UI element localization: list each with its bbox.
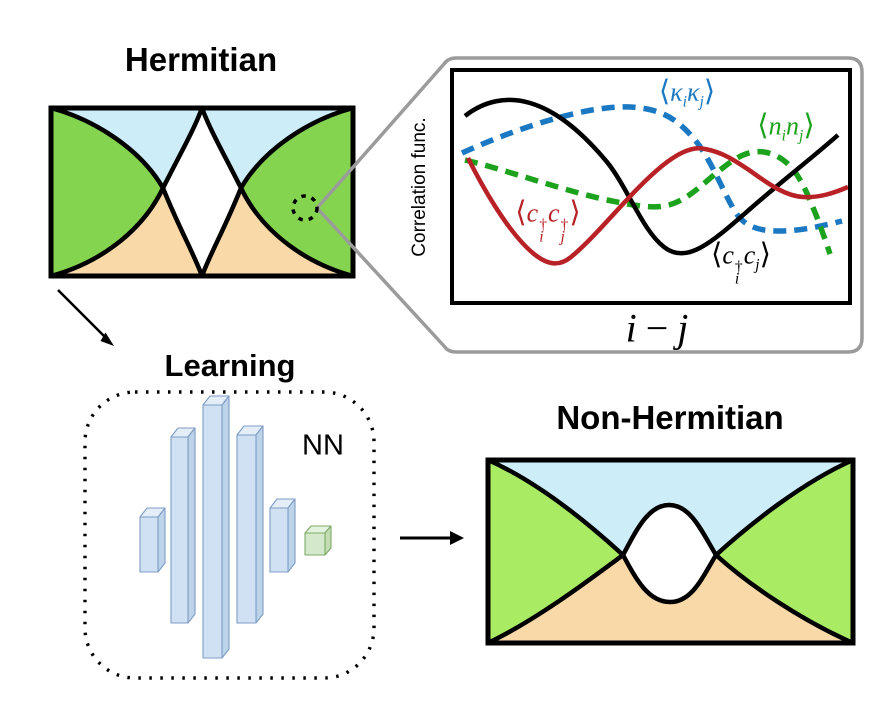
nn-output-cube [304, 525, 332, 556]
angle-close: ⟩ [569, 196, 581, 229]
dagger-symbol: † [734, 258, 743, 276]
zoom-callout-outline [316, 56, 864, 354]
arrow-nn-to-nonhermitian [400, 531, 464, 545]
sup-dagger-sub-i: †i [539, 216, 547, 246]
nonhermitian-region-blue [488, 460, 853, 555]
c-symbol: c [743, 240, 756, 270]
angle-open: ⟨ [658, 75, 671, 108]
plot-bg [452, 70, 850, 303]
hermitian-title: Hermitian [124, 41, 278, 78]
nonhermitian-region-orange [488, 555, 853, 643]
dagger-symbol: † [560, 216, 569, 234]
sup-dagger-sub-j: †j [560, 216, 569, 246]
nn-label: NN [302, 429, 344, 462]
label-density-correlation: ⟨ninj⟩ [757, 109, 815, 144]
kappa-symbol: κ [687, 77, 700, 107]
hermitian-region-orange-right [202, 188, 353, 276]
nonhermitian-region-white-center [623, 505, 716, 602]
sup-dagger-sub-i: †i [734, 258, 743, 288]
nn-dotted-border [83, 390, 376, 680]
hermitian-band-curves [50, 105, 354, 279]
xlabel-i: i [625, 305, 637, 351]
c-symbol: c [526, 198, 539, 228]
nonhermitian-border [485, 457, 856, 646]
label-kappa-kappa-correlation: ⟨κiκj⟩ [658, 75, 716, 110]
correlation-plot [450, 68, 852, 305]
zoom-target-dotted-circle [291, 194, 319, 222]
sub-j: j [799, 127, 804, 145]
sub-i: i [734, 270, 740, 288]
nonhermitian-band-curves [487, 457, 854, 646]
curve-c-dag-c-dag [465, 146, 849, 266]
c-symbol: c [722, 240, 734, 270]
angle-open: ⟨ [757, 109, 769, 142]
arrow-hermitian-to-learning [57, 289, 114, 346]
kappa-symbol: κ [670, 77, 683, 107]
non-hermitian-phase-diagram [485, 457, 856, 646]
angle-close: ⟩ [759, 238, 771, 271]
dagger-symbol: † [539, 216, 547, 234]
c-symbol: c [548, 198, 560, 228]
sub-i: i [682, 93, 687, 111]
hermitian-region-orange-left [51, 188, 202, 276]
angle-close: ⟩ [703, 75, 716, 108]
sub-j: j [560, 228, 565, 246]
xlabel-minus: − [645, 305, 669, 351]
n-symbol: n [768, 111, 782, 141]
xlabel-j: j [677, 305, 689, 351]
hermitian-border [48, 105, 356, 279]
hermitian-region-blue-left [51, 108, 202, 188]
nn-layer-bars [139, 395, 296, 659]
sub-i: i [539, 228, 544, 246]
hermitian-region-white-center [163, 108, 241, 276]
hermitian-phase-diagram [48, 105, 356, 279]
n-symbol: n [786, 111, 799, 141]
neural-network-box [83, 390, 376, 680]
curve-c-dag-c [463, 97, 840, 256]
curve-kappa-kappa [460, 104, 843, 234]
angle-open: ⟨ [515, 196, 527, 229]
angle-open: ⟨ [711, 238, 723, 271]
nonhermitian-region-green-left [488, 460, 623, 643]
learning-title: Learning [164, 348, 296, 383]
hermitian-region-green-right [241, 108, 353, 276]
sub-j: j [699, 93, 704, 111]
angle-close: ⟩ [803, 109, 815, 142]
sub-i: i [781, 127, 786, 145]
hermitian-region-blue-right [202, 108, 353, 188]
sub-j: j [755, 256, 760, 274]
plot-border [450, 68, 852, 305]
non-hermitian-title: Non-Hermitian [556, 399, 784, 436]
plot-y-axis-label: Correlation func. [409, 117, 430, 257]
nonhermitian-region-green-right [716, 460, 853, 643]
plot-x-axis-label: i−j [626, 305, 689, 352]
hermitian-region-green-left [51, 108, 163, 276]
